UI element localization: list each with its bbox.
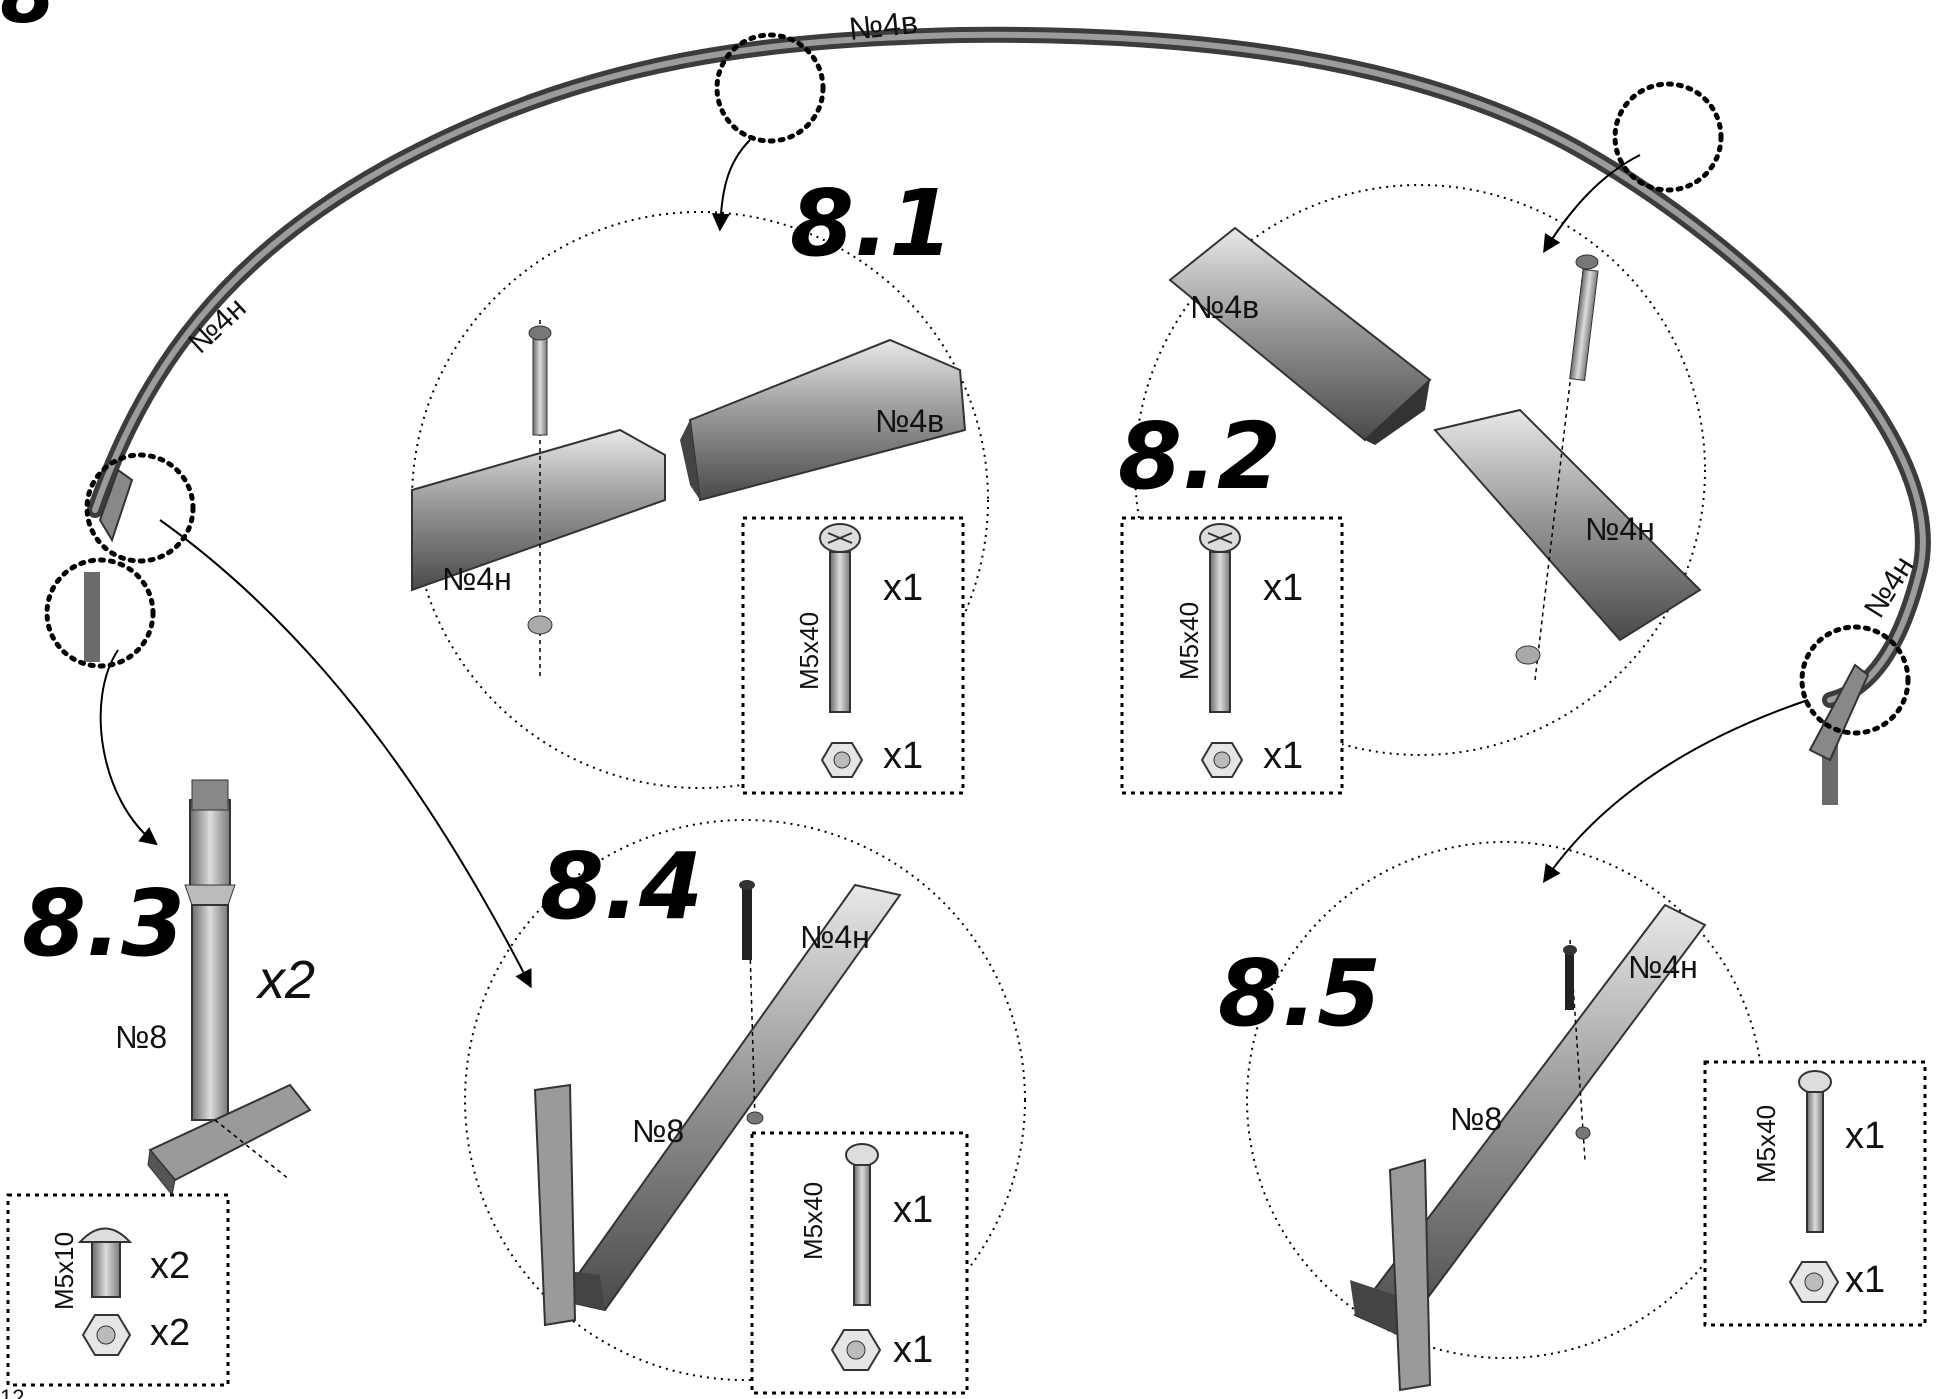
nut-qty-8-4: x1 (893, 1329, 933, 1371)
bolt-qty-8-3: x2 (150, 1245, 190, 1287)
nut-icon (81, 1314, 132, 1356)
bolt-icon (1199, 523, 1241, 713)
arrow-to-8-2 (1543, 154, 1641, 254)
bolt-size-8-5: M5x40 (1751, 1105, 1781, 1183)
part-label-8-4-upper: №4н (800, 919, 870, 955)
left-leg (84, 572, 100, 662)
arrow-to-8-4 (159, 519, 532, 989)
detail-8-5: 8.5 №4н №8 M5x40 x1 x1 (1218, 841, 1927, 1392)
part-label-8-2-lower: №4н (1585, 511, 1655, 547)
nut-qty-8-2: x1 (1263, 735, 1303, 777)
callout-circles (44, 32, 1911, 736)
bolt-icon (845, 1143, 879, 1306)
callout-arrows (99, 139, 1809, 989)
detail-8-2: 8.2 №4в №4н M5x40 x1 x1 (1118, 184, 1706, 795)
detail-circle-8-4 (464, 819, 1026, 1381)
bolt-size-8-1: M5x40 (794, 612, 824, 690)
nut-icon (1788, 1261, 1840, 1303)
callout-circle-8-4 (84, 452, 196, 564)
step-number-8-5: 8.5 (1218, 940, 1381, 1047)
multiplier-8-3: x2 (255, 950, 315, 1010)
bolt-size-8-4: M5x40 (798, 1182, 828, 1260)
nut-icon (820, 742, 864, 778)
nut-icon (1200, 742, 1244, 778)
arrow-to-8-3 (99, 649, 158, 846)
bolt-icon (1798, 1070, 1832, 1233)
detail-8-1: 8.1 №4в №4н M5x40 x1 x1 (411, 170, 989, 795)
step-number-8-1: 8.1 (790, 170, 953, 277)
bolt-qty-8-4: x1 (893, 1189, 933, 1231)
part-label-8-1-lower: №4н (442, 561, 512, 597)
bolt-size-8-3: M5x10 (49, 1232, 79, 1310)
nut-icon (830, 1329, 882, 1371)
part-label-8-5-lower: №8 (1450, 1101, 1502, 1137)
step-number-8-3: 8.3 (22, 870, 185, 977)
bolt-qty-8-1: x1 (883, 567, 923, 609)
callout-circle-8-2 (1612, 81, 1724, 193)
arrow-to-8-1 (711, 139, 751, 232)
step-number-8-4: 8.4 (540, 833, 703, 940)
part-label-8-1-upper: №4в (875, 403, 944, 439)
arc-frame (84, 26, 1931, 805)
nut-qty-8-5: x1 (1845, 1259, 1885, 1301)
callout-circle-8-3 (44, 557, 156, 669)
part-label-8-3: №8 (115, 1019, 167, 1055)
arc-label-top: №4в (847, 4, 920, 47)
bolt-qty-8-2: x1 (1263, 567, 1303, 609)
nut-qty-8-3: x2 (150, 1312, 190, 1354)
detail-8-4: 8.4 №4н №8 M5x40 x1 x1 (464, 819, 1026, 1395)
page-number: 12 (0, 1385, 24, 1399)
part-label-8-4-lower: №8 (632, 1113, 684, 1149)
main-step-number: 8 (0, 0, 56, 41)
step-number-8-2: 8.2 (1118, 403, 1281, 510)
callout-circle-8-1 (714, 32, 826, 144)
nut-qty-8-1: x1 (883, 735, 923, 777)
bolt-icon (77, 1227, 133, 1298)
bolt-icon (819, 523, 861, 713)
part-label-8-5-upper: №4н (1628, 949, 1698, 985)
arrow-to-8-5 (1542, 699, 1809, 883)
part-label-8-2-upper: №4в (1190, 289, 1259, 325)
detail-circle-8-2 (1134, 184, 1706, 756)
bolt-qty-8-5: x1 (1845, 1115, 1885, 1157)
callout-circle-8-5 (1799, 624, 1911, 736)
detail-8-3: 8.3 x2 №8 M5x10 x2 x2 (6, 779, 315, 1387)
bolt-size-8-2: M5x40 (1174, 602, 1204, 680)
